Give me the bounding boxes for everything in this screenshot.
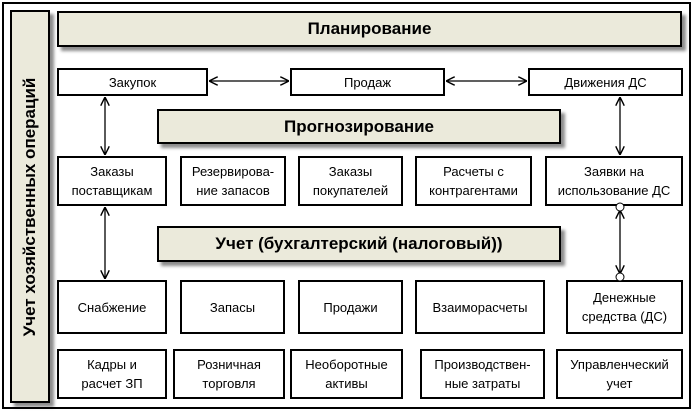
connector-dot-bottom [615, 272, 625, 282]
forecasting-band: Прогнозирование [157, 109, 561, 144]
forecast-item-cash-requests: Заявки на использование ДС [545, 156, 683, 206]
accounting-item-inventory: Запасы [180, 280, 285, 334]
side-label-box: Учет хозяйственных операций [10, 10, 50, 403]
plan-item-sales: Продаж [290, 68, 445, 96]
bottom-item-production-costs: Производствен- ные затраты [420, 349, 545, 399]
bottom-item-management-accounting: Управленческий учет [556, 349, 683, 399]
accounting-band: Учет (бухгалтерский (налоговый)) [157, 226, 561, 262]
plan-item-cash-flow: Движения ДС [528, 68, 683, 96]
forecast-item-supplier-orders: Заказы поставщикам [57, 156, 167, 206]
bottom-item-payroll: Кадры и расчет ЗП [57, 349, 167, 399]
bottom-item-noncurrent-assets: Необоротные активы [290, 349, 403, 399]
connector-dot-top [615, 202, 625, 212]
accounting-item-supply: Снабжение [57, 280, 167, 334]
accounting-item-settlements: Взаиморасчеты [415, 280, 545, 334]
forecast-item-customer-orders: Заказы покупателей [298, 156, 403, 206]
accounting-item-sales: Продажи [298, 280, 403, 334]
plan-item-purchases: Закупок [57, 68, 208, 96]
forecast-item-stock-reservation: Резервирова- ние запасов [180, 156, 286, 206]
planning-band: Планирование [57, 11, 682, 47]
forecast-item-settlements: Расчеты с контрагентами [415, 156, 532, 206]
accounting-item-cash: Денежные средства (ДС) [566, 280, 683, 334]
bottom-item-retail: Розничная торговля [173, 349, 285, 399]
